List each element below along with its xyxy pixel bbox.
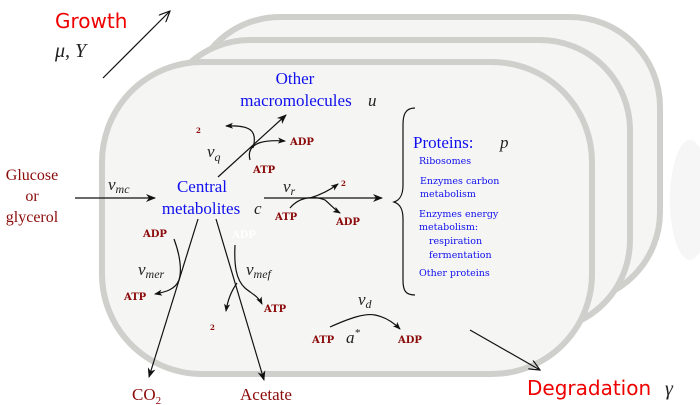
proteins-title: Proteins: — [413, 133, 473, 152]
macro-line1: Other — [276, 69, 315, 88]
protein-fermentation: fermentation — [429, 250, 492, 261]
vmer-atp: ATP — [123, 292, 147, 303]
shadow — [670, 140, 700, 260]
protein-other: Other proteins — [419, 268, 490, 279]
vr-atp: ATP — [274, 212, 298, 223]
flux-vq: vq — [207, 142, 221, 164]
flux-vmer: vmer — [138, 260, 165, 281]
flux-vmc: vmc — [108, 175, 130, 196]
protein-enzymes-energy-1: Enzymes energy — [419, 209, 499, 220]
input-line3: glycerol — [6, 209, 59, 226]
degradation-label: Degradation — [527, 376, 651, 400]
output-acetate: Acetate — [240, 385, 292, 404]
vmer-atp-arrow — [154, 238, 181, 296]
vr-co2: 2 — [341, 179, 346, 188]
vq-arrow — [217, 114, 287, 178]
protein-enzymes-carbon-2: metabolism — [420, 189, 476, 200]
protein-enzymes-energy-2: metabolism: — [419, 222, 478, 233]
vd-adp: ADP — [397, 335, 422, 346]
vmef-atp-arrow — [234, 244, 263, 305]
protein-respiration: respiration — [429, 236, 482, 247]
cell-front — [99, 59, 595, 377]
vq-co2: 2 — [196, 126, 201, 135]
flux-vmef: vmef — [246, 260, 273, 281]
growth-label: Growth — [55, 9, 127, 33]
flux-vd: vd — [358, 290, 373, 311]
protein-ribosomes: Ribosomes — [419, 156, 471, 167]
vr-co2-arrow — [309, 183, 339, 199]
vmef-arrow — [215, 218, 266, 381]
vmef-co2: 2 — [210, 323, 215, 332]
growth-arrow — [102, 11, 170, 79]
vmef-atp: ATP — [263, 304, 287, 315]
vq-adp: ADP — [289, 137, 314, 148]
central-line1: Central — [177, 177, 227, 196]
flux-vr: vr — [283, 177, 296, 198]
protein-enzymes-carbon-1: Enzymes carbon — [420, 176, 499, 187]
vmef-adp: ADP — [231, 230, 256, 241]
growth-symbols: μ, Y — [54, 40, 88, 62]
vmer-arrow — [147, 218, 199, 378]
degradation-symbol: γ — [665, 378, 674, 400]
vmer-adp: ADP — [142, 229, 167, 240]
proteins-brace — [392, 107, 416, 296]
vd-arrow — [329, 313, 401, 330]
output-co2: CO2 — [132, 385, 161, 405]
input-line1: Glucose — [6, 167, 58, 184]
vq-adp-arrow — [248, 137, 286, 161]
macro-symbol: u — [368, 91, 377, 110]
atp-pool-symbol: a* — [346, 327, 361, 347]
vq-atp: ATP — [252, 165, 276, 176]
central-line2: metabolites — [162, 199, 240, 218]
proteins-symbol: p — [499, 133, 509, 152]
degradation-arrow — [469, 329, 540, 370]
vr-adp-arrow — [289, 197, 341, 214]
input-line2: or — [25, 188, 39, 205]
vr-adp: ADP — [335, 217, 360, 228]
central-symbol: c — [254, 199, 262, 218]
vq-co2-arrow — [225, 122, 255, 149]
macro-line2: macromolecules — [240, 91, 351, 110]
vd-atp: ATP — [311, 335, 335, 346]
vmef-co2-arrow — [224, 282, 238, 312]
